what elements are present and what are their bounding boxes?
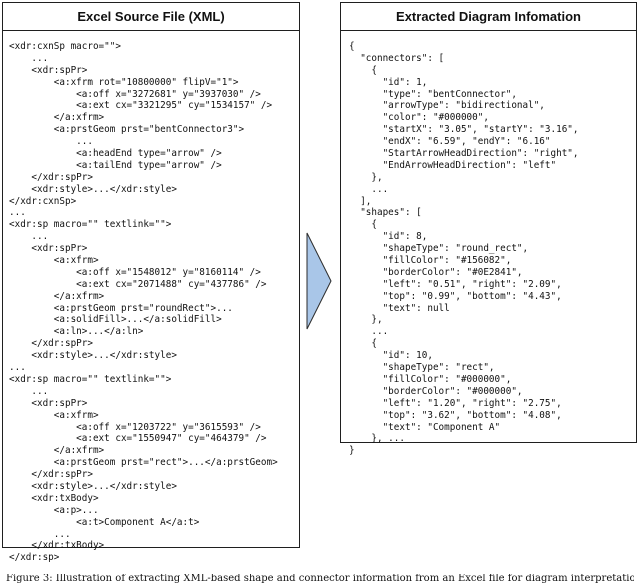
xml-code-line: </a:xfrm> <box>9 112 105 124</box>
json-code-line: "EndArrowHeadDirection": "left" <box>349 159 557 171</box>
xml-code-line: ... <box>9 207 26 219</box>
excel-source-title: Excel Source File (XML) <box>3 3 299 31</box>
json-code-line: "id": 8, <box>349 231 428 243</box>
json-code-line: "top": "3.62", "bottom": "4.08", <box>349 409 562 421</box>
transform-arrow-icon <box>306 232 332 330</box>
extracted-info-title: Extracted Diagram Infomation <box>341 3 636 31</box>
json-code-line: "fillColor": "#156082", <box>349 255 512 267</box>
json-code-line: "type": "bentConnector", <box>349 88 517 100</box>
xml-code-line: <a:t>Component A</a:t> <box>9 516 200 528</box>
json-code-line: ... <box>349 183 389 195</box>
xml-code-line: </xdr:sp> <box>9 552 60 564</box>
json-code-line: }, <box>349 314 383 326</box>
xml-code-line: <a:headEnd type="arrow" /> <box>9 148 222 160</box>
xml-code-line: ... <box>9 528 71 540</box>
xml-code-line: </a:xfrm> <box>9 290 105 302</box>
json-code-line: "arrowType": "bidirectional", <box>349 100 545 112</box>
xml-code-line: ... <box>9 136 93 148</box>
xml-code-line: ... <box>9 52 49 64</box>
xml-code-line: <xdr:cxnSp macro=""> <box>9 41 121 52</box>
json-code-line: }, ... <box>349 433 405 445</box>
xml-code-line: <xdr:spPr> <box>9 397 88 409</box>
json-code-line: { <box>349 338 377 350</box>
xml-code-line: ... <box>9 385 49 397</box>
xml-code-line: <a:off x="1203722" y="3615593" /> <box>9 421 261 433</box>
xml-code-line: <xdr:style>...</xdr:style> <box>9 480 177 492</box>
json-code-line: ... <box>349 326 389 338</box>
xml-code-line: <a:ext cx="2071488" cy="437786" /> <box>9 278 267 290</box>
xml-code-line: <xdr:style>...</xdr:style> <box>9 183 177 195</box>
json-code-line: "id": 1, <box>349 76 428 88</box>
xml-code-line: <a:p>... <box>9 504 99 516</box>
xml-code-line: <a:off x="1548012" y="8160114" /> <box>9 266 261 278</box>
json-code-line: "left": "1.20", "right": "2.75", <box>349 397 562 409</box>
xml-code-line: <a:off x="3272681" y="3937030" /> <box>9 88 261 100</box>
xml-code-line: <a:ext cx="3321295" cy="1534157" /> <box>9 100 273 112</box>
json-code-block: { "connectors": [ { "id": 1, "type": "be… <box>341 31 636 457</box>
figure-caption: Figure 3: Illustration of extracting XML… <box>6 574 634 584</box>
xml-code-line: </xdr:spPr> <box>9 469 93 481</box>
json-code-line: "left": "0.51", "right": "2.09", <box>349 278 562 290</box>
json-code-line: { <box>349 64 377 76</box>
json-code-line: "fillColor": "#000000", <box>349 373 512 385</box>
json-code-line: "StartArrowHeadDirection": "right", <box>349 148 579 160</box>
xml-code-line: </xdr:spPr> <box>9 171 93 183</box>
json-code-line: "id": 10, <box>349 350 433 362</box>
xml-code-block: <xdr:cxnSp macro=""> ... <xdr:spPr> <a:x… <box>3 31 299 564</box>
json-code-line: "borderColor": "#0E2841", <box>349 266 523 278</box>
xml-code-line: <a:xfrm> <box>9 255 99 267</box>
xml-code-line: <xdr:txBody> <box>9 492 99 504</box>
xml-code-line: <xdr:sp macro="" textlink=""> <box>9 219 172 231</box>
json-code-line: { <box>349 41 355 52</box>
json-code-line: }, <box>349 171 383 183</box>
xml-code-line: <a:ext cx="1550947" cy="464379" /> <box>9 433 267 445</box>
json-code-line: ], <box>349 195 372 207</box>
xml-code-line: <a:xfrm rot="10800000" flipV="1"> <box>9 76 239 88</box>
excel-source-panel: Excel Source File (XML) <xdr:cxnSp macro… <box>2 2 300 563</box>
json-code-line: "endX": "6.59", "endY": "6.16" <box>349 136 551 148</box>
xml-code-line: <xdr:spPr> <box>9 64 88 76</box>
xml-code-line: <xdr:style>...</xdr:style> <box>9 350 177 362</box>
json-code-line: "connectors": [ <box>349 52 445 64</box>
json-code-line: "shapes": [ <box>349 207 422 219</box>
xml-code-line: <xdr:sp macro="" textlink=""> <box>9 373 172 385</box>
xml-code-line: <a:ln>...</a:ln> <box>9 326 144 338</box>
json-code-line: "text": "Component A" <box>349 421 501 433</box>
xml-code-line: ... <box>9 362 26 374</box>
json-code-line: } <box>349 445 355 457</box>
xml-code-line: <a:solidFill>...</a:solidFill> <box>9 314 222 326</box>
xml-code-line: <a:xfrm> <box>9 409 99 421</box>
extracted-info-panel: Extracted Diagram Infomation { "connecto… <box>340 2 637 456</box>
xml-code-line: <a:tailEnd type="arrow" /> <box>9 159 222 171</box>
xml-code-line: </xdr:cxnSp> <box>9 195 77 207</box>
json-code-line: "text": null <box>349 302 450 314</box>
xml-code-line: <a:prstGeom prst="bentConnector3"> <box>9 124 245 136</box>
xml-code-line: <xdr:spPr> <box>9 243 88 255</box>
json-code-line: { <box>349 219 377 231</box>
json-code-line: "top": "0.99", "bottom": "4.43", <box>349 290 562 302</box>
json-code-line: "shapeType": "rect", <box>349 362 495 374</box>
json-code-line: "startX": "3.05", "startY": "3.16", <box>349 124 579 136</box>
xml-code-line: ... <box>9 231 49 243</box>
xml-code-line: <a:prstGeom prst="rect">...</a:prstGeom> <box>9 457 278 469</box>
json-code-line: "color": "#000000", <box>349 112 489 124</box>
json-code-line: "borderColor": "#000000", <box>349 385 523 397</box>
json-code-line: "shapeType": "round_rect", <box>349 243 529 255</box>
xml-code-line: </xdr:spPr> <box>9 338 93 350</box>
xml-code-line: </xdr:txBody> <box>9 540 105 552</box>
xml-code-line: <a:prstGeom prst="roundRect">... <box>9 302 233 314</box>
xml-code-line: </a:xfrm> <box>9 445 105 457</box>
